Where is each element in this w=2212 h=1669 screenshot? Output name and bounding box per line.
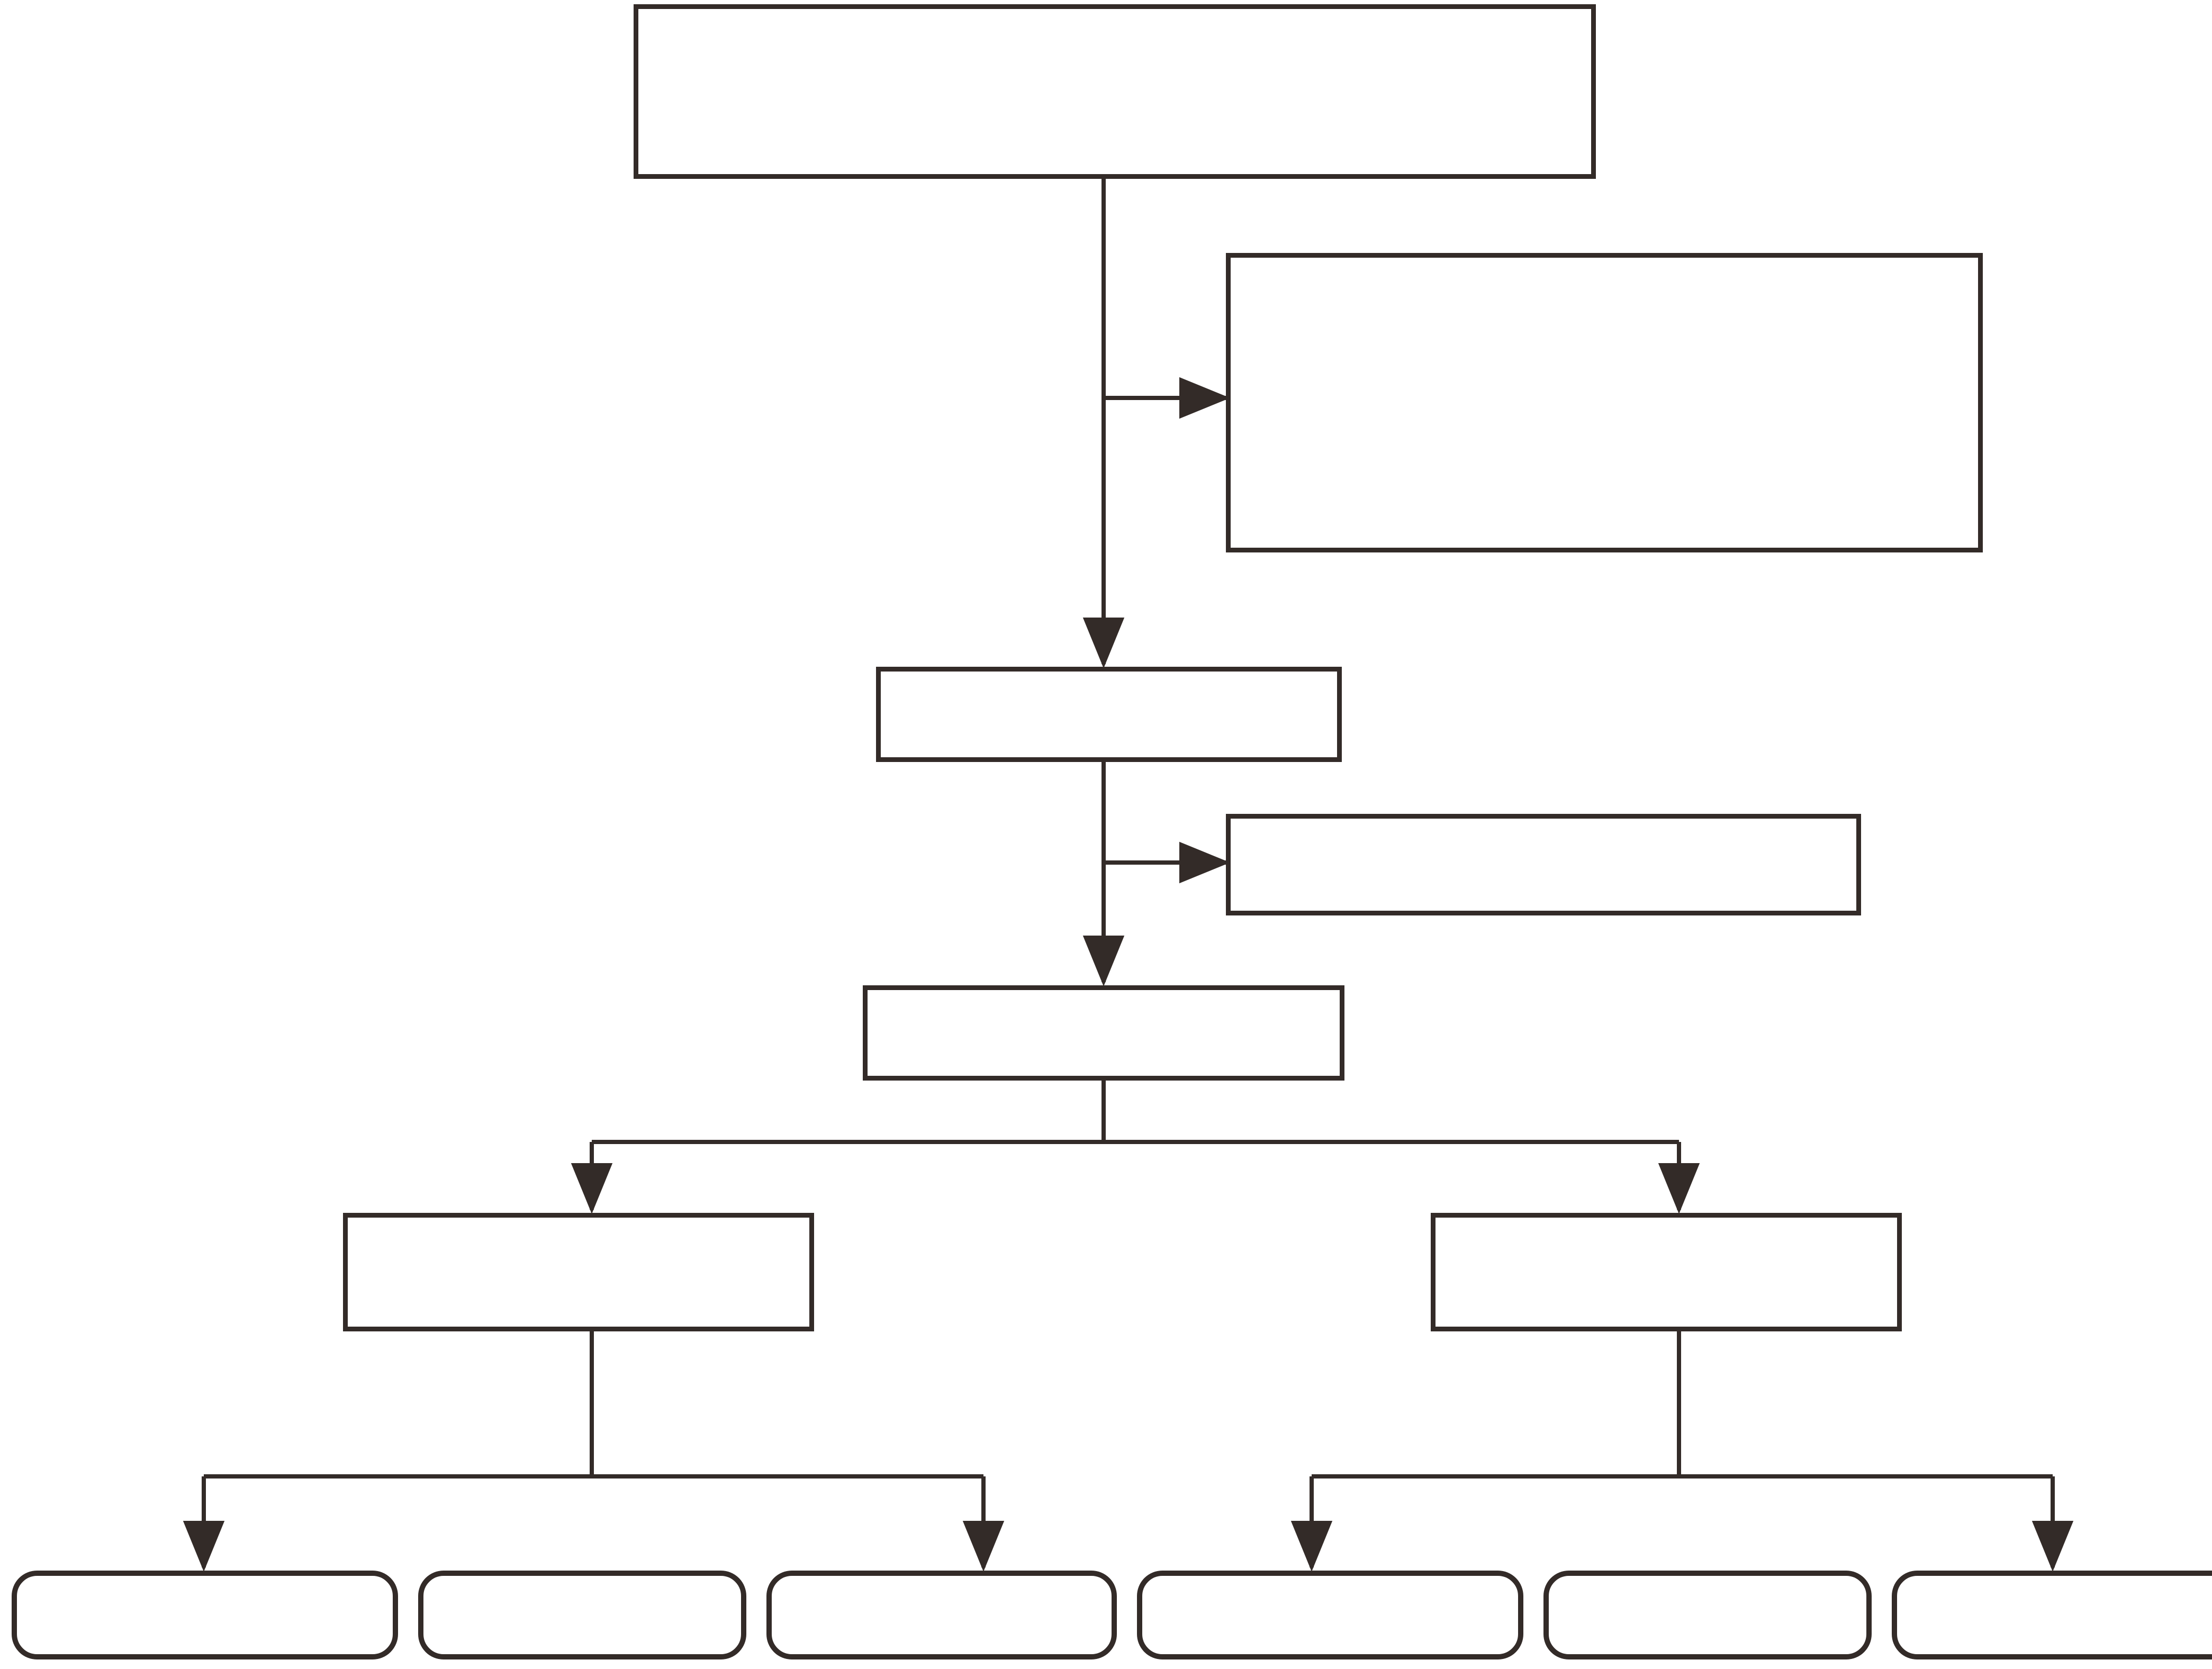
node-decompensated-cirrhosis[interactable]: [1431, 1213, 1902, 1331]
node-final-population[interactable]: [863, 985, 1344, 1081]
node-leaf-decomp-breakthrough[interactable]: [1543, 1571, 1872, 1659]
node-leaf-comp-partial[interactable]: [766, 1571, 1117, 1659]
node-exclusion-hcc[interactable]: [1226, 814, 1861, 915]
node-leaf-comp-breakthrough[interactable]: [418, 1571, 746, 1659]
node-exclusion-etiologies[interactable]: [1226, 253, 1983, 552]
node-leaf-decomp-partial[interactable]: [1892, 1571, 2212, 1659]
node-initial-inclusion[interactable]: [876, 667, 1342, 762]
node-leaf-comp-maintained[interactable]: [12, 1571, 398, 1659]
node-source-cohort[interactable]: [634, 4, 1596, 179]
node-compensated-cirrhosis[interactable]: [343, 1213, 814, 1331]
node-leaf-decomp-maintained[interactable]: [1137, 1571, 1523, 1659]
